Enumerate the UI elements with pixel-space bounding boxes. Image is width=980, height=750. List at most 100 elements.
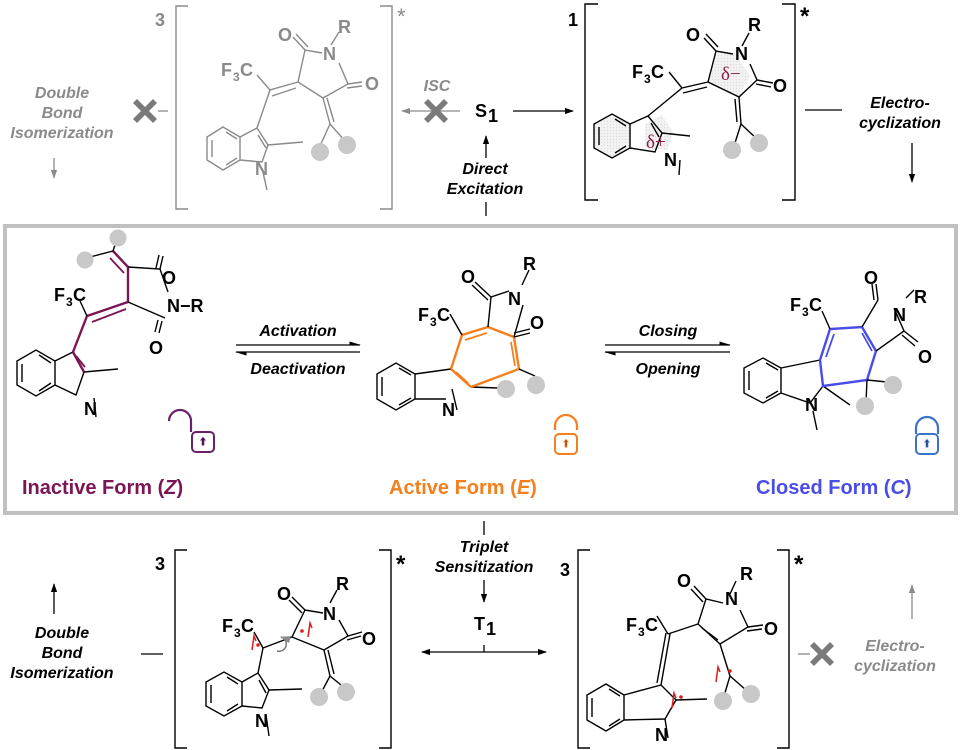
- atom-sub3: 3: [430, 315, 437, 329]
- label-bond: Bond: [42, 105, 84, 122]
- bottom-left-labels: Double Bond Isomerization: [10, 583, 163, 682]
- atom-c: C: [645, 615, 658, 635]
- label-double: Double: [35, 85, 89, 102]
- bottom-left-triplet-state: 3 * F 3 C O O N R N: [155, 549, 406, 749]
- top-left-triplet-state: 3 * F 3 C O O N R N: [155, 4, 406, 210]
- label-excitation: Excitation: [447, 181, 524, 198]
- substituent-dot: [723, 141, 741, 159]
- multiplicity-label: 3: [155, 554, 165, 574]
- atom-n: N: [664, 150, 677, 170]
- atom-n: N: [655, 725, 668, 745]
- label-isomerization: Isomerization: [10, 125, 113, 142]
- substituent-dot: [884, 376, 902, 394]
- t1-subscript: 1: [486, 619, 496, 639]
- atom-o: O: [461, 267, 475, 287]
- atom-c: C: [240, 60, 253, 80]
- s1-label: S: [475, 101, 487, 121]
- substituent-dot: [310, 688, 328, 706]
- inactive-lock-open-icon: [167, 408, 215, 453]
- bottom-right-labels: Electro- cyclization: [798, 584, 936, 675]
- bottom-right-triplet-state: 3 * F 3 C O O N R N: [560, 549, 804, 749]
- atom-n: N: [84, 399, 97, 419]
- multiplicity-label: 3: [560, 560, 570, 580]
- atom-sub3: 3: [644, 72, 651, 86]
- atom-c: C: [651, 62, 664, 82]
- atom-f: F: [632, 62, 643, 82]
- atom-n: N: [255, 711, 268, 731]
- substituent-dot: [76, 251, 94, 269]
- atom-o: O: [162, 268, 176, 288]
- label-sensitization: Sensitization: [435, 559, 534, 576]
- label-direct: Direct: [462, 161, 508, 178]
- blocked-x-icon: [133, 99, 157, 123]
- excited-star: *: [397, 4, 406, 29]
- atom-o: O: [686, 25, 700, 45]
- atom-o: O: [278, 25, 292, 45]
- atom-o: O: [764, 619, 778, 639]
- substituent-dot: [337, 683, 355, 701]
- atom-n: N: [805, 395, 818, 415]
- closing-equilibrium-arrows: Closing Opening: [603, 323, 732, 378]
- s1-node: S 1 Direct Excitation: [447, 101, 574, 216]
- active-form-structure: F 3 C O O N R N: [376, 254, 545, 420]
- deactivation-label: Deactivation: [250, 361, 345, 378]
- atom-f: F: [221, 60, 232, 80]
- substituent-dot: [109, 229, 127, 247]
- closed-lock-icon: [914, 415, 940, 455]
- equilibrium-box: [3, 224, 958, 515]
- atom-o: O: [864, 268, 878, 288]
- top-right-singlet-state: 1 * F 3 C O O N R: [568, 3, 810, 201]
- t1-node: Triplet Sensitization T 1: [421, 521, 547, 656]
- atom-o: O: [918, 347, 932, 367]
- atom-r: R: [523, 254, 536, 274]
- label-cyclization: cyclization: [859, 115, 941, 132]
- label-isomerization: Isomerization: [10, 665, 113, 682]
- atom-o: O: [773, 76, 787, 96]
- substituent-dot: [311, 143, 329, 161]
- atom-o: O: [530, 313, 544, 333]
- atom-n: N: [725, 589, 738, 609]
- atom-f: F: [790, 295, 801, 315]
- top-right-labels: Electro- cyclization: [805, 95, 941, 183]
- substituent-dot: [750, 134, 768, 152]
- atom-c: C: [809, 295, 822, 315]
- substituent-dot: [856, 397, 874, 415]
- excited-star: *: [800, 3, 810, 30]
- substituent-dot: [497, 380, 515, 398]
- inactive-form-label: Inactive Form (Z): [22, 477, 183, 499]
- radical-dot: [300, 629, 304, 633]
- radical-dot: [728, 669, 732, 673]
- atom-n: N: [442, 400, 455, 420]
- substituent-dot: [527, 376, 545, 394]
- label-double: Double: [35, 625, 89, 642]
- atom-o: O: [677, 571, 691, 591]
- multiplicity-label: 1: [568, 10, 578, 30]
- closing-label: Closing: [639, 323, 698, 340]
- atom-c: C: [241, 616, 254, 636]
- atom-c: C: [437, 305, 450, 325]
- atom-o: O: [362, 629, 376, 649]
- blocked-x-icon: [810, 642, 834, 666]
- excited-star: *: [794, 551, 804, 578]
- atom-n: N: [508, 289, 521, 309]
- closed-form-label: Closed Form (C): [756, 477, 912, 499]
- atom-o: O: [277, 584, 291, 604]
- atom-r: R: [336, 574, 349, 594]
- label-electro: Electro-: [865, 638, 925, 655]
- spin-up-icon: [671, 664, 721, 709]
- t1-label: T: [474, 614, 485, 634]
- atom-sub3: 3: [233, 70, 240, 84]
- atom-n: N: [255, 159, 268, 179]
- atom-sub3: 3: [234, 626, 241, 640]
- atom-sub3: 3: [638, 625, 645, 639]
- s1-subscript: 1: [488, 106, 498, 126]
- opening-label: Opening: [636, 361, 701, 378]
- radical-dot: [256, 643, 260, 647]
- substituent-dot: [338, 136, 356, 154]
- active-lock-open-icon: [553, 413, 579, 455]
- excited-star: *: [396, 551, 406, 578]
- inactive-form-structure: F 3 C O O N−R N: [16, 229, 204, 419]
- atom-f: F: [54, 285, 65, 305]
- atom-r: R: [748, 15, 761, 35]
